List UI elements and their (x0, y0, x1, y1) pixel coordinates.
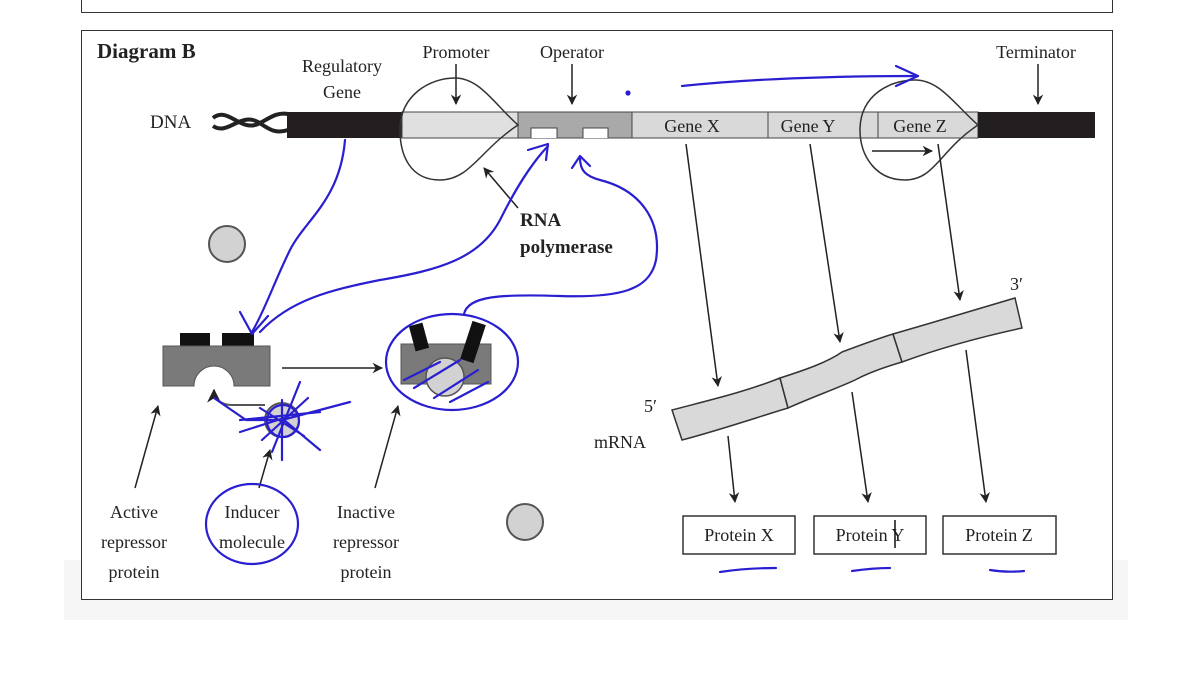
rna-polymerase-label-line1: RNA (520, 210, 561, 231)
protein-z-label: Protein Z (965, 525, 1033, 545)
inactive-repressor-label-line3: protein (341, 562, 392, 582)
gene-x-segment (631, 111, 769, 139)
active-repressor-label-line2: repressor (101, 532, 167, 552)
annotation-underline-protein-x (718, 566, 778, 574)
promoter-label: Promoter (423, 42, 490, 62)
protein-z-box (942, 515, 1057, 555)
operator-binding-notches (530, 127, 609, 138)
promoter-segment (401, 111, 519, 139)
terminator-label: Terminator (996, 42, 1076, 62)
inactive-repressor-protein (400, 320, 492, 397)
annotation-underline-protein-y (850, 566, 892, 573)
previous-diagram-panel (81, 0, 1113, 13)
protein-x-translation-arrow (727, 435, 740, 504)
inducer-molecule-free (506, 503, 544, 541)
protein-x-label: Protein X (704, 525, 774, 545)
gene-y-transcription-arrow (809, 143, 844, 344)
rna-polymerase-pointer (483, 167, 519, 209)
rna-polymerase-label-line2: polymerase (520, 237, 613, 258)
inactive-repressor-label-line2: repressor (333, 532, 399, 552)
annotation-underline-protein-z (988, 568, 1026, 573)
protein-z-translation-arrow (965, 349, 990, 504)
gene-z-label: Gene Z (893, 116, 946, 136)
dna-helix-icon (211, 111, 289, 134)
annotation-scribble-inducer (212, 380, 352, 462)
active-repressor-label-line3: protein (109, 562, 160, 582)
active-repressor-protein (162, 333, 271, 387)
inactive-repressor-pointer (374, 404, 401, 489)
five-prime-label: 5′ (644, 396, 657, 416)
protein-y-label: Protein Y (836, 525, 905, 545)
active-repressor-label-line1: Active (110, 502, 158, 522)
active-repressor-pointer (134, 404, 161, 489)
gene-x-transcription-arrow (685, 143, 722, 388)
rna-polymerase-at-promoter (399, 77, 520, 181)
terminator-segment (978, 112, 1095, 138)
gene-x-label: Gene X (664, 116, 719, 136)
protein-x-box (682, 515, 796, 555)
gene-y-label: Gene Y (781, 116, 836, 136)
protein-y-box (813, 515, 927, 555)
protein-y-translation-arrow (851, 391, 872, 504)
inducer-pointer (258, 448, 273, 489)
gene-z-transcription-arrow (937, 143, 964, 302)
inducer-label-line2: molecule (219, 532, 285, 552)
annotation-transcription-arrow (680, 74, 920, 88)
annotation-repressor-to-operator (258, 144, 550, 334)
annotation-inactive-not-binding (462, 156, 659, 316)
regulatory-gene-label-line1: Regulatory (302, 56, 382, 76)
inducer-molecule-free (208, 225, 246, 263)
three-prime-label: 3′ (1010, 274, 1023, 294)
mrna-strand (671, 297, 1023, 441)
inactive-repressor-label-line1: Inactive (337, 502, 395, 522)
diagram-title: Diagram B (97, 39, 196, 63)
rna-polymerase-transcribing (859, 79, 980, 181)
operator-label: Operator (540, 42, 604, 62)
dna-label: DNA (150, 112, 191, 133)
inducer-label-line1: Inducer (225, 502, 280, 522)
handwritten-annotations (204, 64, 1026, 574)
annotation-circle-inactive-repressor (384, 312, 520, 412)
mrna-label: mRNA (594, 432, 646, 452)
annotation-regulatory-to-repressor (250, 138, 347, 334)
regulatory-gene-label-line2: Gene (323, 82, 361, 102)
regulatory-gene-segment (287, 112, 402, 138)
annotation-circle-inducer-label (204, 482, 300, 566)
